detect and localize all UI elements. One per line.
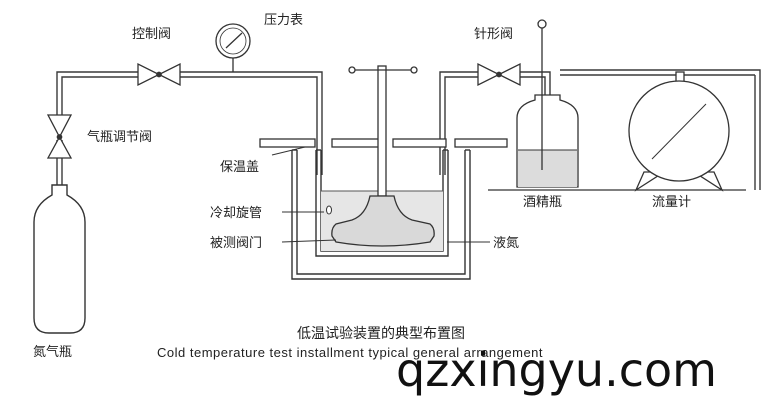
- nitrogen-cylinder-label: 氮气瓶: [33, 344, 72, 360]
- alcohol-bottle-label: 酒精瓶: [523, 195, 562, 210]
- cylinder-regulator-valve-label: 气瓶调节阀: [87, 129, 152, 145]
- watermark-text: qzxingyu.com: [396, 343, 717, 397]
- flow-meter-icon: [628, 71, 730, 192]
- control-valve-label: 控制阀: [132, 27, 171, 42]
- liquid-nitrogen-label: 液氮: [493, 236, 519, 251]
- caption-chinese: 低温试验装置的典型布置图: [297, 326, 465, 342]
- flow-meter-label: 流量计: [652, 195, 691, 210]
- nitrogen-cylinder-icon: [33, 184, 86, 334]
- valve-under-test-body: [331, 195, 435, 247]
- valve-stem: [348, 65, 418, 197]
- cooling-coil-label: 冷却旋管: [210, 206, 262, 221]
- caption-english: Cold temperature test installment typica…: [157, 345, 543, 360]
- needle-valve-icon: [477, 62, 521, 87]
- cooling-coil-icon: [326, 205, 332, 215]
- pressure-gauge-label: 压力表: [264, 13, 303, 28]
- control-valve-icon: [137, 62, 181, 87]
- insulated-cover-label: 保温盖: [220, 160, 259, 175]
- cylinder-regulator-valve-icon: [46, 114, 73, 159]
- leader-lines: [271, 146, 490, 243]
- needle-valve-label: 针形阀: [474, 27, 513, 42]
- insulated-cover: [259, 138, 508, 148]
- pressure-gauge-icon: [215, 23, 251, 72]
- valve-under-test-label: 被测阀门: [210, 236, 262, 251]
- alcohol-bottle-icon: [516, 19, 579, 188]
